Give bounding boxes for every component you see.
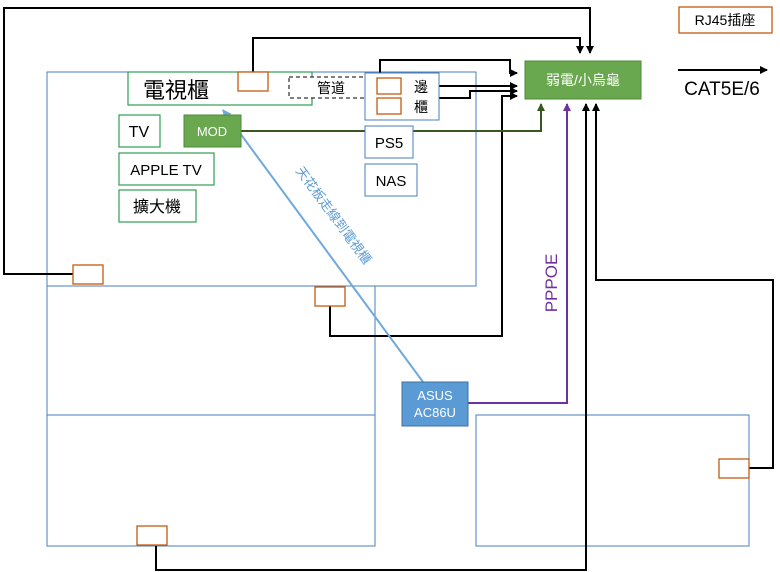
- cable-side-upper-to-switch: [379, 59, 518, 84]
- room-4-outline: [475, 414, 750, 547]
- device-mod[interactable]: MOD: [183, 114, 242, 148]
- room-3-outline: [46, 414, 376, 547]
- pppoe-label: PPPOE: [542, 254, 561, 313]
- device-tv[interactable]: TV: [118, 114, 161, 148]
- mod-label: MOD: [197, 124, 227, 139]
- rj45-sockets: [72, 71, 750, 546]
- router-label-1: ASUS: [417, 388, 453, 403]
- ps5-label: PS5: [375, 135, 403, 152]
- cable-bottom-room-to-switch: [155, 103, 590, 571]
- legend-cable-label: CAT5E/6: [684, 79, 760, 100]
- rj45-socket-middle[interactable]: [314, 286, 346, 307]
- tv-cabinet-label: 電視櫃: [143, 78, 209, 103]
- rj45-socket-tv-cabinet[interactable]: [237, 71, 269, 92]
- conduit-label: 管道: [317, 80, 345, 96]
- amplifier-box: [118, 189, 197, 223]
- side-cabinet-label-1: 邊: [414, 79, 428, 95]
- tv-cabinet-box: [127, 71, 313, 106]
- legend-rj45-box: [678, 6, 773, 34]
- ps5-box: [364, 125, 414, 159]
- switch-label: 弱電/小烏龜: [546, 72, 620, 88]
- amplifier-label: 擴大機: [133, 198, 181, 216]
- switch-box: [524, 60, 642, 100]
- rj45-socket-bottom-room[interactable]: [136, 525, 168, 546]
- router-box: [401, 381, 469, 427]
- device-apple-tv[interactable]: APPLE TV: [118, 152, 215, 186]
- rj45-socket-side-lower[interactable]: [376, 97, 402, 115]
- rj45-socket-side-upper[interactable]: [376, 77, 402, 95]
- cable-tv-socket-to-switch: [252, 37, 584, 72]
- tv-box: [118, 114, 161, 148]
- mod-box: [183, 114, 242, 148]
- rj45-socket-left-wall[interactable]: [72, 264, 104, 285]
- mod-wire: [241, 103, 545, 132]
- legend-rj45-label: RJ45插座: [695, 12, 756, 28]
- cable-right-room-to-switch: [592, 103, 774, 469]
- cable-middle-socket-to-switch: [329, 92, 518, 337]
- side-cabinet-label-2: 櫃: [414, 99, 428, 115]
- switch-node[interactable]: 弱電/小烏龜: [524, 60, 642, 100]
- router-label-2: AC86U: [414, 405, 456, 420]
- ceiling-routing-note: 天花板走線到電視櫃: [293, 164, 375, 267]
- side-cabinet[interactable]: 邊 櫃: [364, 72, 440, 121]
- cables: [3, 7, 774, 571]
- device-ps5[interactable]: PS5: [364, 125, 414, 159]
- router-node[interactable]: ASUS AC86U: [401, 381, 469, 427]
- apple-tv-box: [118, 152, 215, 186]
- pppoe-wire: [468, 103, 571, 404]
- device-amplifier[interactable]: 擴大機: [118, 189, 197, 223]
- ceiling-wire: [222, 109, 424, 383]
- conduit: 管道: [288, 76, 373, 99]
- device-nas[interactable]: NAS: [364, 163, 418, 197]
- rj45-socket-right-room[interactable]: [718, 458, 750, 479]
- nas-label: NAS: [376, 173, 407, 190]
- tv-label: TV: [129, 124, 150, 141]
- cable-left-wall-to-switch: [3, 7, 594, 275]
- tv-cabinet[interactable]: 電視櫃: [127, 71, 313, 106]
- apple-tv-label: APPLE TV: [130, 162, 201, 179]
- nas-box: [364, 163, 418, 197]
- legend: RJ45插座 CAT5E/6: [678, 6, 773, 100]
